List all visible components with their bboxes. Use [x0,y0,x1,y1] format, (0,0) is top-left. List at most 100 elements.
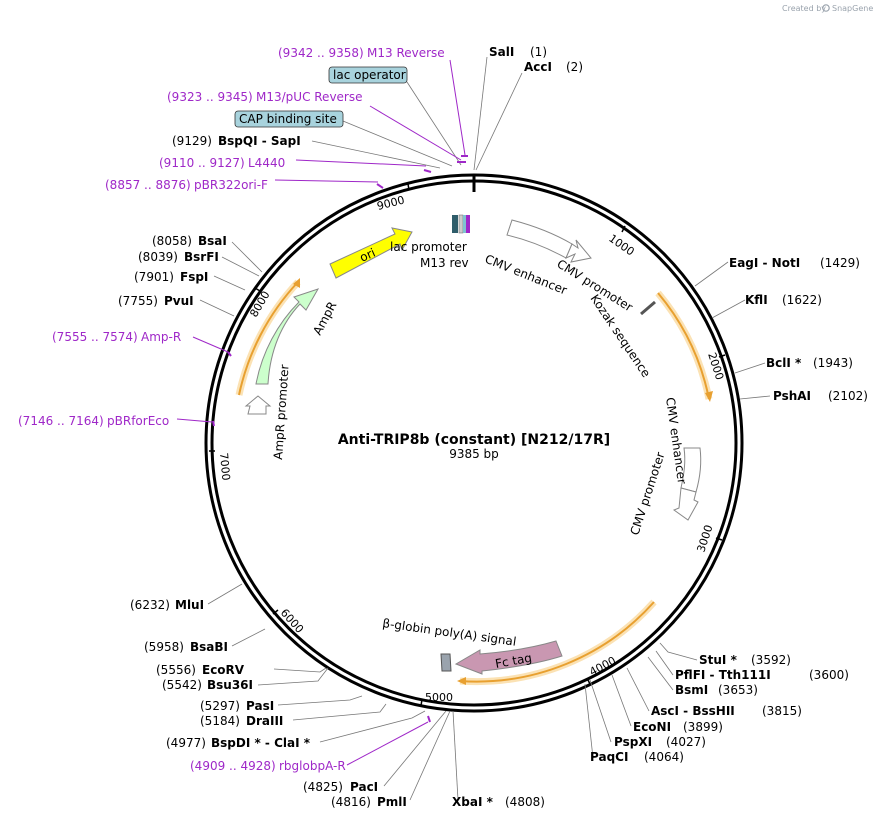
site-name: DraIII [246,714,283,728]
leader-line [711,299,746,319]
backbone [204,173,744,713]
site-name: StuI * [699,653,738,667]
site-position: (4808) [505,795,545,809]
primer-range: (9110 .. 9127) [159,156,245,170]
tick-label: 4000 [587,654,618,679]
site-name: BspQI - SapI [218,134,301,148]
site-position: (8058) [152,234,192,248]
feature-fc-tag [454,640,563,675]
feature-cmv-promoter [565,239,592,263]
primer-leaders [176,59,468,766]
site-position: (2102) [828,389,868,403]
site-name: PspXI [614,735,652,749]
site-name: PasI [246,699,274,713]
site-position: (5958) [144,640,184,654]
site-name: EagI - NotI [729,256,800,270]
primer-name: L4440 [248,156,285,170]
leader-line [213,275,246,291]
primer-range: (8857 .. 8876) [105,178,191,192]
site-name: SalI [489,45,514,59]
leader-lines [199,56,771,801]
feature-ampr-promoter [244,395,272,415]
site-position: (1943) [813,356,853,370]
feature-cmv-enhancer [506,219,573,259]
feature-lac-promoter [458,214,464,234]
primer-range: (9342 .. 9358) [278,46,364,60]
site-name: FspI [180,270,208,284]
leader-line [231,241,263,273]
site-name: EcoRV [202,663,245,677]
leader-line [319,710,426,743]
site-position: (4825) [303,780,343,794]
primer-mark [227,351,232,357]
primer-leader [192,336,229,353]
feature-label: CMV promoter [628,450,668,537]
site-name: BspDI * - ClaI * [211,736,311,750]
tick-mark [718,354,726,358]
primer-range: (7555 .. 7574) [52,330,138,344]
primer-leader [274,179,379,183]
feature-label: CMV enhancer [663,396,689,484]
site-labels: SalI (1) AccI (2) EagI - NotI (1429) Kfl… [118,45,868,809]
plasmid-length: 9385 bp [449,447,499,461]
site-position: (4977) [166,736,206,750]
leader-line [292,703,387,721]
leader-line [277,695,363,706]
boxed-feature-label: lac operator [333,68,406,82]
tick-mark [586,677,591,685]
site-position: (4064) [644,750,684,764]
site-position: (3899) [683,720,723,734]
feature-label: M13 rev [420,256,469,270]
leader-line [739,395,771,400]
leader-line [655,650,674,676]
leader-line [584,683,594,759]
feature-ampr [255,288,320,385]
site-name: PmlI [377,795,407,809]
site-name: PvuI [164,294,194,308]
leader-line [273,667,327,673]
feature-ori [329,227,413,279]
orf-arrowhead [705,391,713,402]
feature-cmv-promoter [672,487,699,521]
primer-leader [369,105,462,161]
site-name: BsaI [198,234,227,248]
site-name: AccI [524,60,552,74]
orf-arc [238,281,299,396]
primer-name: M13 Reverse [367,46,445,60]
leader-line [611,674,632,727]
site-position: (3815) [762,704,802,718]
primer-mark [423,169,432,173]
feature-label: ori [358,246,378,265]
leader-line [406,81,462,166]
leader-line [475,72,523,171]
leader-line [311,140,441,169]
snapgene-credit: Created by SnapGene [782,4,873,13]
site-name: PaqCI [590,750,628,764]
backbone-outer-strand [204,173,744,713]
feature-label: lac promoter [390,240,467,254]
leader-line [473,56,488,171]
site-position: (6232) [130,598,170,612]
site-name: Bsu36I [207,678,253,692]
primer-leader [176,418,213,423]
feature-label: β-globin poly(A) signal [382,616,518,649]
feature-m13-rev [466,215,470,233]
site-position: (5297) [200,699,240,713]
site-position: (9129) [172,134,212,148]
primer-range: (4909 .. 4928) [190,759,276,773]
site-name: BsaBI [190,640,228,654]
orf-arcs [235,278,713,686]
leader-line [207,583,243,605]
site-position: (8039) [138,250,178,264]
site-name: PflFI - Tth111I [675,668,771,682]
primer-leader [449,59,466,156]
feature-label: Fc tag [494,651,533,671]
tick-mark [407,183,410,191]
plasmid-title: Anti-TRIP8b (constant) [N212/17R] [338,432,610,448]
primer-name: pBR322ori-F [194,178,268,192]
lac-operator-box [328,66,408,84]
tick-label: 7000 [217,452,232,481]
site-position: (2) [566,60,583,74]
leader-line [199,299,235,317]
